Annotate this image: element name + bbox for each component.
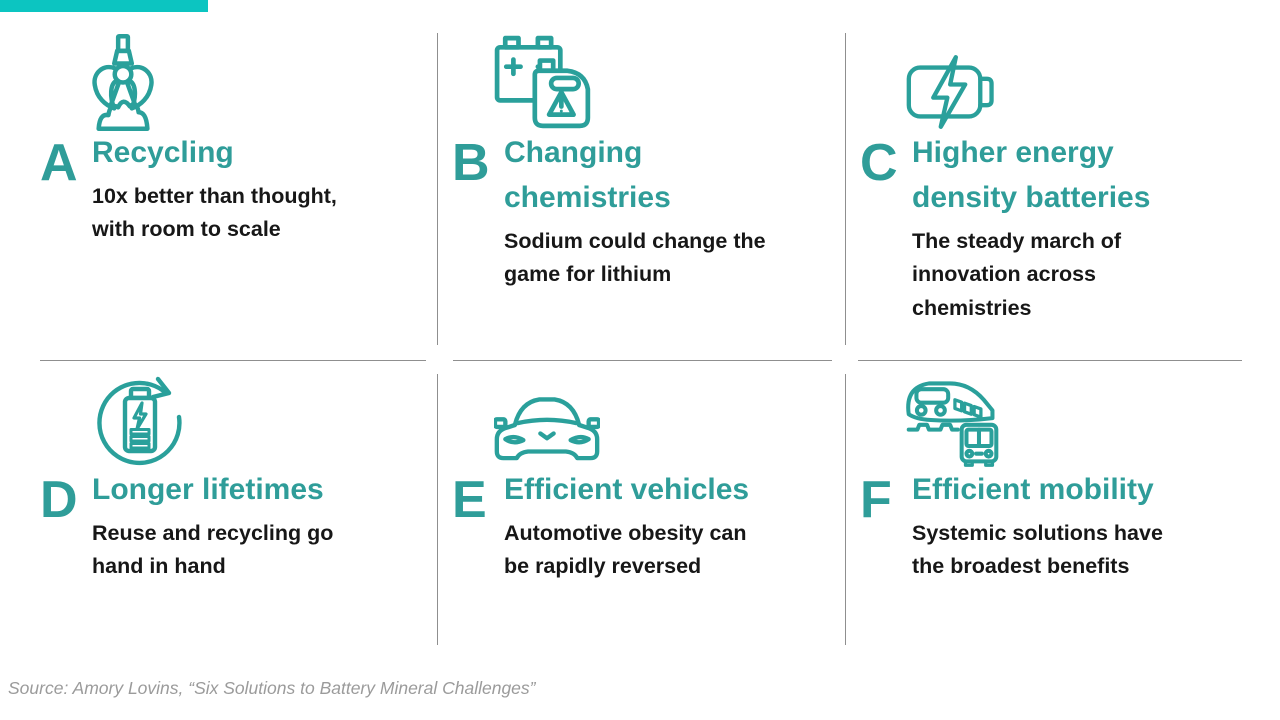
source-citation: Source: Amory Lovins, “Six Solutions to … — [8, 678, 536, 698]
card-title: Longer lifetimes — [92, 473, 324, 506]
card-title: Efficient mobility — [912, 473, 1154, 506]
card-text: E Efficient vehicles Automotive obesity … — [452, 472, 838, 584]
card-subtitle: Automotive obesity can be rapidly revers… — [504, 521, 747, 579]
card-title: Efficient vehicles — [504, 473, 750, 506]
card-text: A Recycling 10x better than thought, wit… — [40, 135, 432, 247]
card-title: Recycling — [92, 136, 234, 169]
divider-vertical — [437, 33, 438, 345]
charging-battery-icon — [906, 55, 994, 129]
card-longer-lifetimes: D Longer lifetimes Reuse and recycling g… — [40, 366, 432, 584]
divider-vertical — [437, 374, 438, 645]
divider-vertical — [845, 374, 846, 645]
divider-horizontal — [453, 360, 832, 361]
card-changing-chemistries: B Changing chemistries Sodium could chan… — [452, 26, 838, 292]
divider-vertical — [845, 33, 846, 345]
train-bus-icon — [906, 381, 999, 467]
card-letter: B — [452, 134, 490, 192]
card-subtitle: Systemic solutions have the broadest ben… — [912, 521, 1163, 579]
card-subtitle: The steady march of innovation across ch… — [912, 229, 1122, 320]
divider-horizontal — [40, 360, 426, 361]
card-subtitle: Sodium could change the game for lithium — [504, 229, 766, 287]
card-title: Higher energy density batteries — [912, 136, 1151, 214]
card-text: C Higher energy density batteries The st… — [860, 135, 1244, 325]
card-letter: E — [452, 471, 487, 529]
card-icon-area — [40, 366, 432, 470]
card-recycling: A Recycling 10x better than thought, wit… — [40, 26, 432, 247]
card-title: Changing chemistries — [504, 136, 671, 214]
card-icon-area — [860, 366, 1244, 470]
card-letter: D — [40, 471, 78, 529]
divider-horizontal — [858, 360, 1242, 361]
card-text: D Longer lifetimes Reuse and recycling g… — [40, 472, 432, 584]
accent-bar — [0, 0, 208, 12]
car-front-icon — [494, 397, 600, 461]
claw-grabber-icon — [92, 33, 154, 132]
card-icon-area — [860, 26, 1244, 133]
card-subtitle: Reuse and recycling go hand in hand — [92, 521, 334, 579]
card-icon-area — [40, 26, 432, 133]
battery-jerrycan-icon — [494, 35, 591, 129]
card-subtitle: 10x better than thought, with room to sc… — [92, 184, 337, 242]
card-text: F Efficient mobility Systemic solutions … — [860, 472, 1244, 584]
card-letter: A — [40, 134, 78, 192]
card-text: B Changing chemistries Sodium could chan… — [452, 135, 838, 292]
battery-reuse-cycle-icon — [97, 376, 182, 466]
card-efficient-vehicles: E Efficient vehicles Automotive obesity … — [452, 366, 838, 584]
card-icon-area — [452, 366, 838, 470]
card-higher-energy-density: C Higher energy density batteries The st… — [860, 26, 1244, 325]
card-letter: F — [860, 471, 892, 529]
card-letter: C — [860, 134, 898, 192]
card-icon-area — [452, 26, 838, 133]
card-efficient-mobility: F Efficient mobility Systemic solutions … — [860, 366, 1244, 584]
